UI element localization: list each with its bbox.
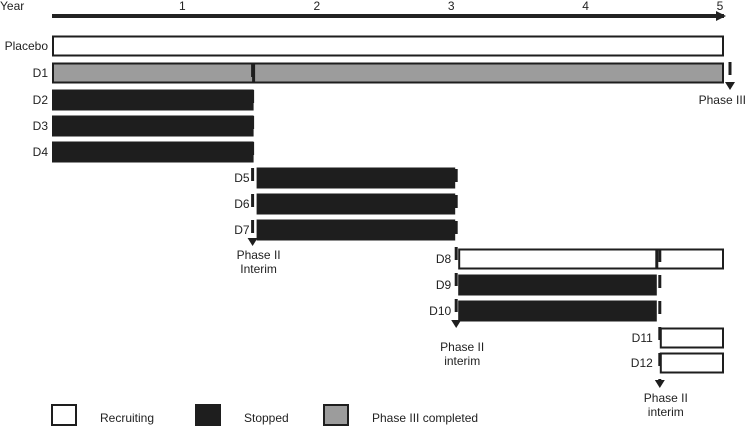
arm-bar-d1 [52,62,724,84]
arm-bar-d10 [458,300,657,322]
milestone-label-line: Phase II [644,391,688,405]
milestone-arrow-0 [247,238,258,246]
arm-bar-d11 [659,327,724,349]
arm-bar-d9 [458,274,657,296]
arm-label-d9: D9 [436,278,452,292]
arm-label-d5: D5 [234,171,250,185]
year-tick-label-2: 2 [313,0,320,13]
arm-label-d1: D1 [33,66,49,80]
milestone-arrow-1 [451,320,462,328]
arm-label-d11: D11 [632,331,653,345]
legend-label-stopped: Stopped [244,411,289,425]
legend-label-phase3: Phase III completed [372,411,478,425]
arm-label-d7: D7 [234,223,250,237]
year-tick-label-4: 4 [582,0,589,13]
legend-swatch-recruiting [51,404,77,426]
year-axis: Year 1 2 3 4 5 [0,0,726,21]
arm-label-d3: D3 [33,119,49,133]
arm-bar-d8 [458,248,724,270]
milestone-arrow-3 [725,82,735,90]
legend-label-recruiting: Recruiting [100,411,154,425]
year-tick-label-5: 5 [717,0,724,13]
milestone-label-line: Phase III [699,93,746,107]
arm-bars [52,35,724,374]
arm-bar-placebo [52,35,724,57]
arm-bar-d3 [52,115,254,137]
arm-label-d8: D8 [436,252,452,266]
arm-bar-d5 [256,167,456,189]
arm-bar-d4 [52,141,254,163]
milestone-arrow-2 [654,380,665,388]
arm-label-d4: D4 [33,145,49,159]
milestone-label-line: interim [648,405,684,419]
year-tick-label-1: 1 [179,0,186,13]
arm-label-d10: D10 [429,304,451,318]
arm-label-d6: D6 [234,197,250,211]
milestone-label-line: Phase II [440,340,484,354]
arm-bar-d6 [256,193,456,215]
arm-bar-d12 [659,352,724,374]
milestone-label-3: Phase III [699,93,746,107]
year-tick-labels: 1 2 3 4 5 [179,0,724,13]
arm-bar-d7 [256,219,456,241]
arm-label-d12: D12 [631,356,653,370]
legend-swatch-stopped [195,404,221,426]
arm-bar-d2 [52,89,254,111]
arm-label-d2: D2 [33,93,49,107]
year-axis-label: Year [0,0,24,13]
milestone-label-line: interim [444,354,480,368]
milestone-label-line: Phase II [237,248,281,262]
legend: Recruiting Stopped Phase III completed [51,404,478,426]
milestone-label-line: Interim [240,262,277,276]
year-tick-label-3: 3 [448,0,455,13]
arm-label-placebo: Placebo [5,39,49,53]
legend-swatch-phase3 [323,404,349,426]
